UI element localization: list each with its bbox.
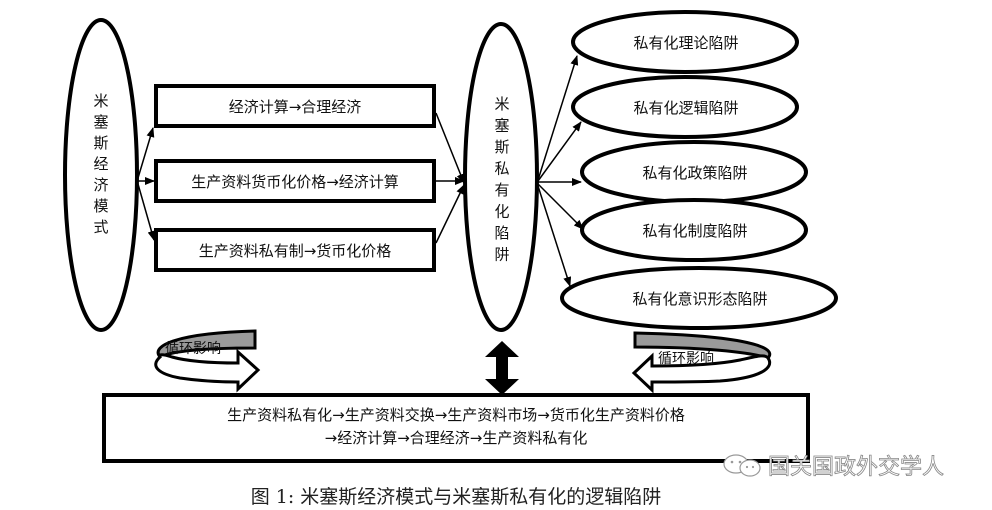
mises-economic-model-char: 塞 [93, 113, 108, 131]
middle-box-1-label: 经济计算→合理经济 [229, 98, 362, 116]
middle-box-1: 经济计算→合理经济 [154, 84, 436, 128]
watermark-text: 国关国政外交学人 [768, 455, 944, 480]
middle-box-3: 生产资料私有制→货币化价格 [154, 228, 436, 272]
bottom-box-line-2: →经济计算→合理经济→生产资料私有化 [325, 429, 588, 447]
figure-caption: 图 1: 米塞斯经济模式与米塞斯私有化的逻辑陷阱 [251, 486, 662, 508]
arrow-center-to-ideology [537, 185, 572, 287]
trap-policy: 私有化政策陷阱 [580, 140, 808, 204]
middle-box-2-label: 生产资料货币化价格→经济计算 [191, 173, 399, 191]
middle-box-2: 生产资料货币化价格→经济计算 [154, 159, 436, 203]
arrow-center-to-theory [537, 55, 579, 181]
trap-ideology: 私有化意识形态陷阱 [560, 266, 838, 330]
mises-privatization-trap-char: 私 [494, 160, 509, 178]
loop-arrow-right-icon: 循环影响 [631, 331, 772, 394]
arrow-box-1-to-center [435, 112, 465, 184]
mises-privatization-trap-char: 米 [494, 95, 509, 113]
watermark: 国关国政外交学人 [723, 454, 944, 480]
trap-institution: 私有化制度陷阱 [580, 198, 808, 262]
mises-privatization-trap-char: 阱 [494, 246, 509, 264]
loop-arrow-left-icon: 循环影响 [154, 329, 261, 393]
trap-logic: 私有化逻辑陷阱 [571, 75, 799, 139]
mises-privatization-trap-char: 有 [494, 181, 509, 199]
double-arrow-icon [485, 341, 519, 395]
wechat-icon [723, 454, 761, 477]
trap-institution-label: 私有化制度陷阱 [642, 222, 747, 240]
loop-left-label: 循环影响 [165, 341, 221, 357]
mises-economic-model-char: 模 [93, 197, 108, 215]
bottom-cycle-box: 生产资料私有化→生产资料交换→生产资料市场→货币化生产资料价格 →经济计算→合理… [102, 393, 810, 463]
mises-economic-model-label: 米塞斯经济模式 [93, 92, 108, 236]
mises-economic-model-char: 济 [93, 176, 108, 194]
trap-theory: 私有化理论陷阱 [571, 10, 799, 74]
arrow-center-to-institution [537, 183, 584, 230]
trap-theory-label: 私有化理论陷阱 [633, 34, 738, 52]
loop-right-label: 循环影响 [658, 351, 714, 367]
mises-privatization-trap-char: 化 [494, 203, 509, 221]
arrow-left-to-box-1 [137, 127, 155, 179]
mises-economic-model-char: 式 [93, 218, 108, 236]
mises-privatization-trap-char: 陷 [494, 224, 509, 242]
mises-economic-model-char: 斯 [93, 134, 108, 152]
mises-economic-model-node: 米塞斯经济模式 [63, 18, 139, 332]
mises-economic-model-char: 经 [93, 155, 108, 173]
arrow-box-3-to-center [435, 184, 465, 244]
bottom-box-line-1: 生产资料私有化→生产资料交换→生产资料市场→货币化生产资料价格 [227, 406, 685, 424]
arrow-left-to-box-3 [137, 183, 156, 241]
mises-privatization-trap-char: 斯 [494, 138, 509, 156]
trap-logic-label: 私有化逻辑陷阱 [633, 99, 738, 117]
trap-ideology-label: 私有化意识形态陷阱 [632, 290, 767, 308]
middle-box-3-label: 生产资料私有制→货币化价格 [199, 242, 392, 260]
mises-economic-model-char: 米 [93, 92, 108, 110]
mises-privatization-trap-char: 塞 [494, 117, 509, 135]
arrow-center-to-logic [537, 121, 582, 182]
trap-policy-label: 私有化政策陷阱 [642, 164, 747, 182]
